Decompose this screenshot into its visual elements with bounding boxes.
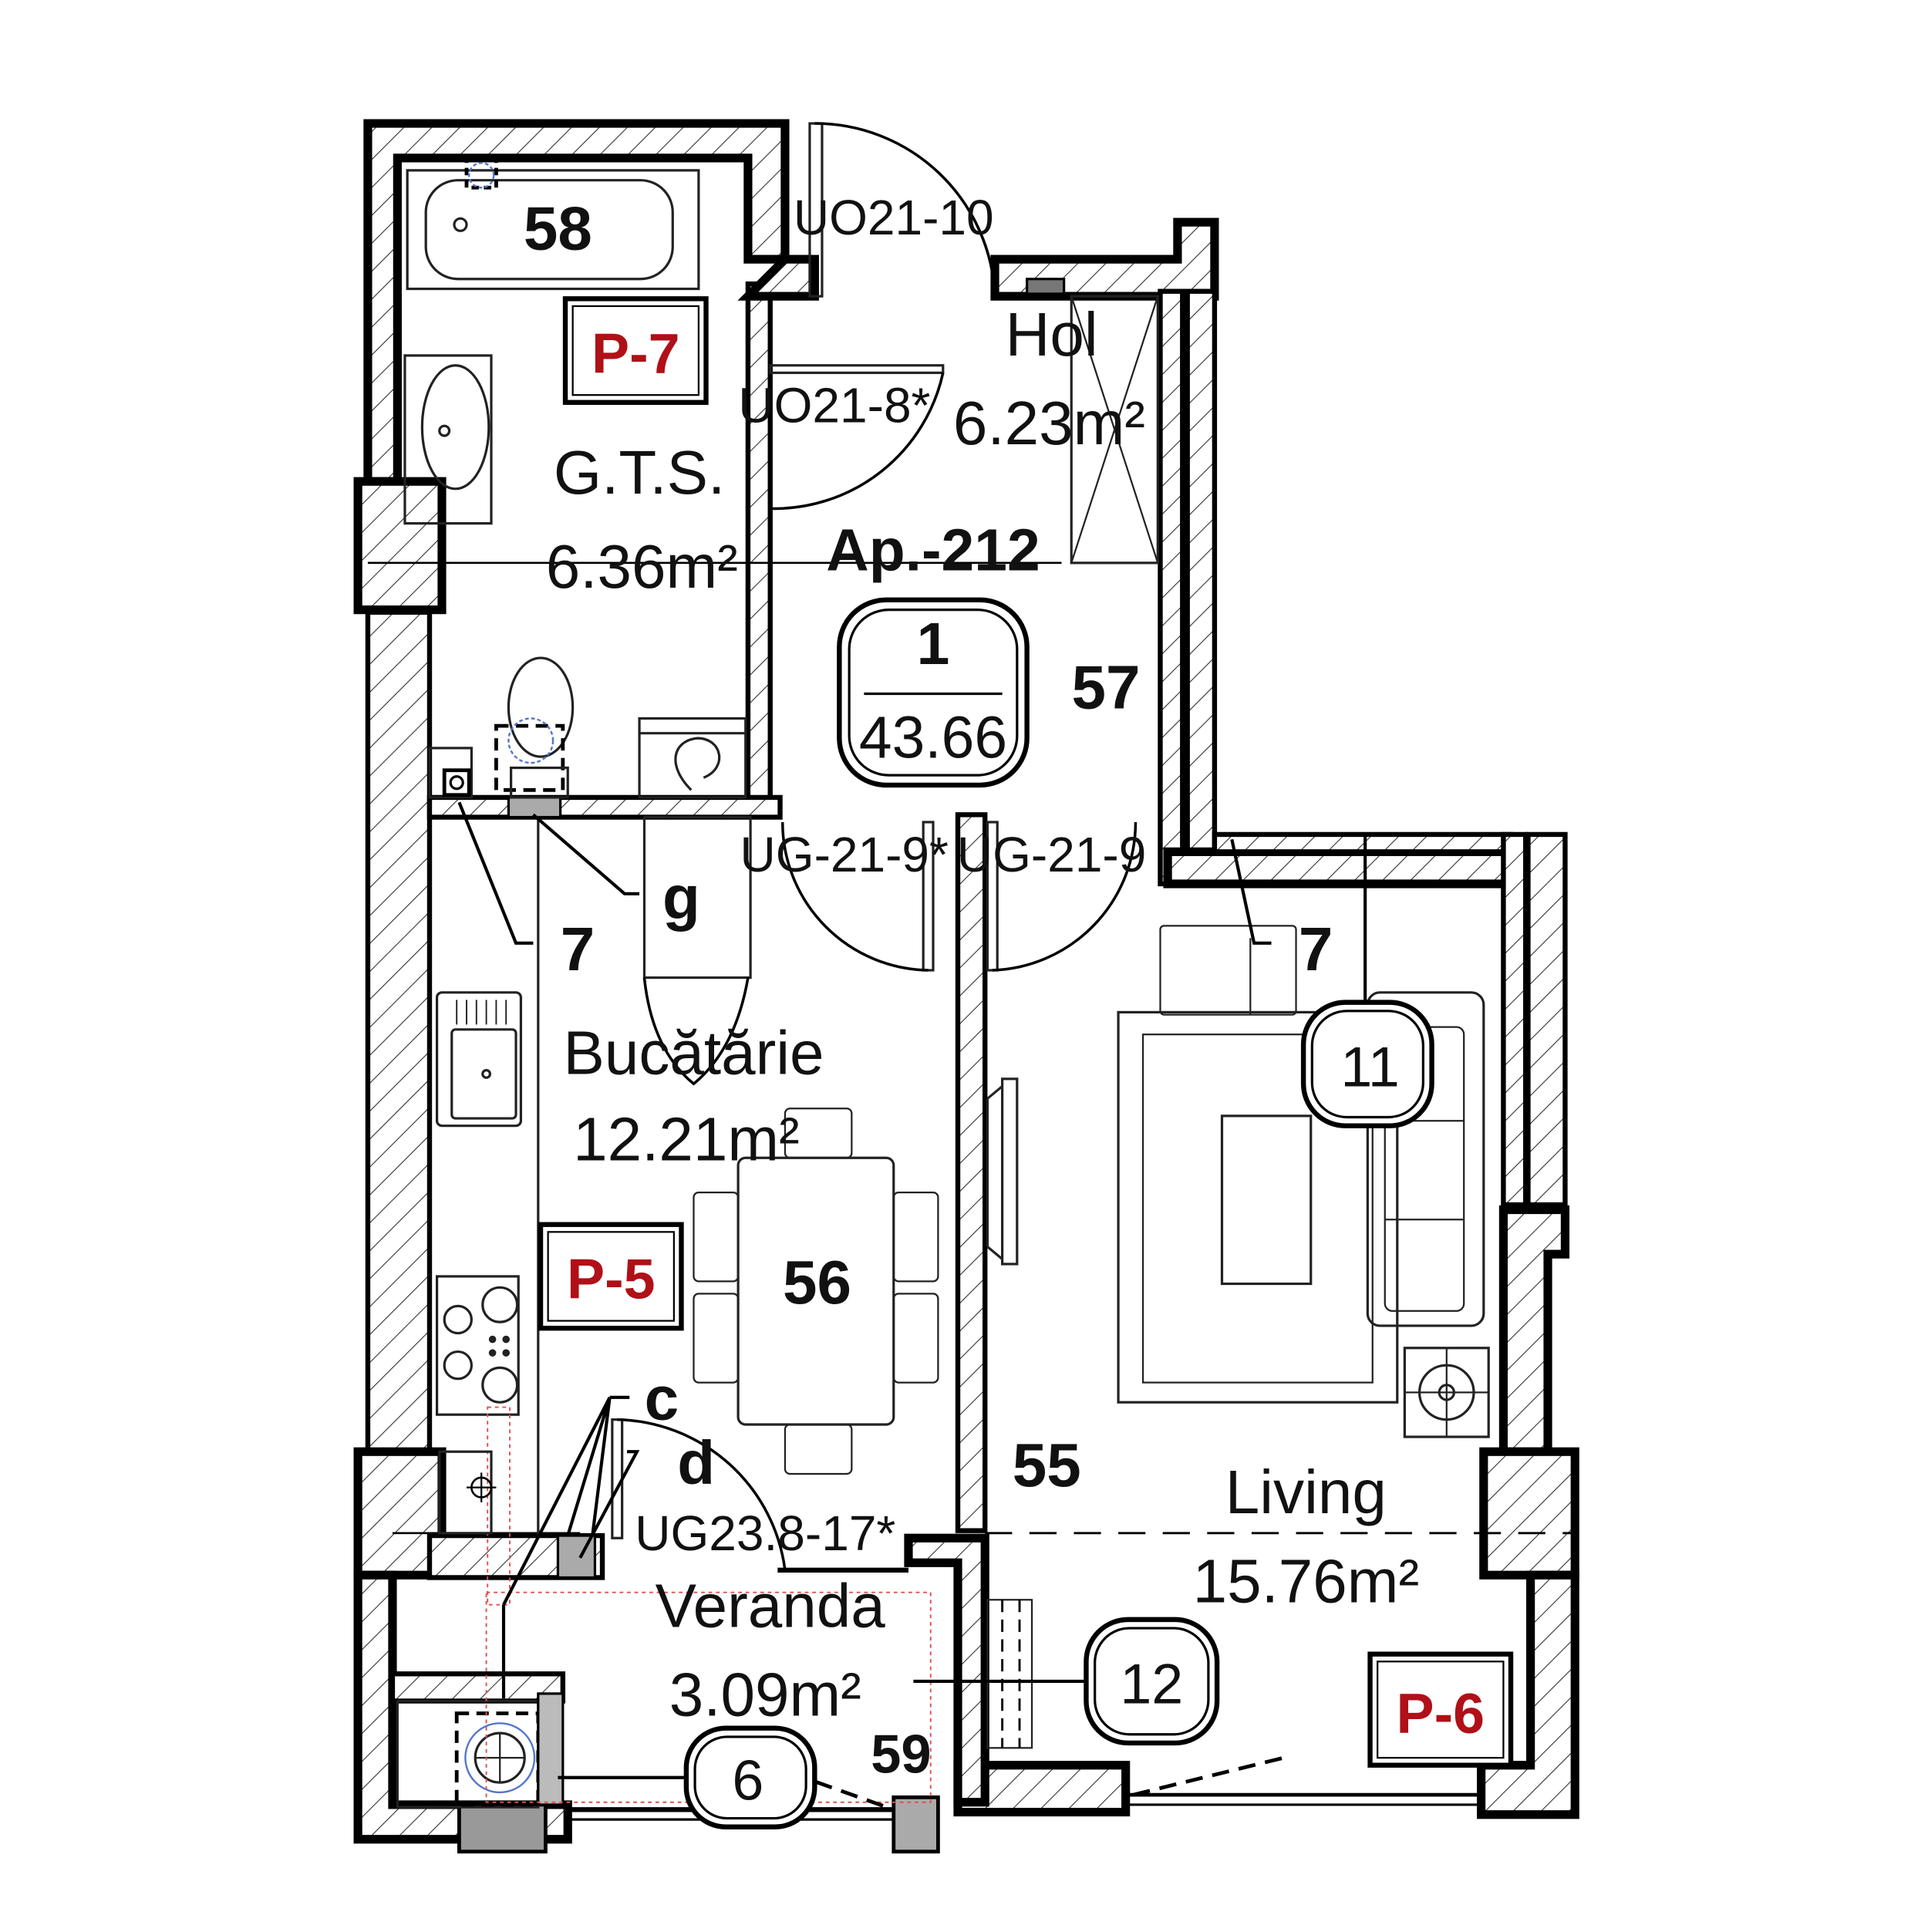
door-pantry xyxy=(642,977,750,1086)
unit-number: 1 xyxy=(917,611,950,677)
door-code-entrance: UO21-10 xyxy=(794,190,994,245)
door-entrance xyxy=(808,122,996,298)
coffee-table xyxy=(1220,1114,1313,1286)
veranda-equipment xyxy=(396,1591,932,1809)
bathtub xyxy=(406,158,700,291)
dining-table xyxy=(693,1108,939,1475)
rug xyxy=(1117,1010,1399,1404)
washing-machine xyxy=(638,716,747,799)
wardrobe xyxy=(1070,295,1159,565)
door-living-balcony xyxy=(789,1755,1285,1812)
bubble-11: 11 xyxy=(1300,1000,1434,1128)
unit-bubble: 1 43.66 xyxy=(837,597,1030,788)
door-code-kitchen: UG-21-9* xyxy=(740,827,949,882)
cooktop xyxy=(435,1275,520,1606)
annotation-7-living: 7 xyxy=(1299,915,1333,983)
unit-total-area: 43.66 xyxy=(859,705,1007,771)
leaders xyxy=(457,801,1367,1779)
annotation-c: c xyxy=(645,1364,679,1433)
panel-badge-p7: P-7 xyxy=(562,296,709,405)
door-bathroom xyxy=(769,364,945,511)
armchair xyxy=(1159,925,1297,1016)
bubble-12: 12 xyxy=(1084,1617,1220,1746)
room-area-bathroom: 6.36m² xyxy=(546,532,738,601)
bubble-label: 11 xyxy=(1340,1034,1399,1098)
room-number-veranda: 59 xyxy=(871,1723,931,1784)
annotation-g: g xyxy=(662,863,700,932)
door-living xyxy=(986,821,1138,972)
sofa xyxy=(1366,991,1485,1327)
panel-label: P-7 xyxy=(592,321,680,385)
room-number-hall: 57 xyxy=(1072,653,1141,722)
room-name-kitchen: Bucătărie xyxy=(563,1018,824,1087)
panel-label: P-5 xyxy=(567,1247,656,1311)
room-name-veranda: Veranda xyxy=(656,1571,886,1640)
panel-badge-p5: P-5 xyxy=(538,1222,684,1331)
kitchen-counter xyxy=(435,815,752,1536)
bubble-label: 6 xyxy=(732,1748,763,1812)
door-code-veranda: UG23.8-17* xyxy=(635,1505,895,1561)
panel-badge-p6: P-6 xyxy=(1367,1651,1514,1768)
room-name-living: Living xyxy=(1225,1458,1387,1526)
tv-unit xyxy=(986,1077,1019,1266)
apartment-label: Ap.-212 xyxy=(826,517,1040,583)
room-area-veranda: 3.09m² xyxy=(669,1661,861,1729)
room-number-living: 55 xyxy=(1013,1431,1081,1499)
toilet xyxy=(494,656,575,799)
veranda-window xyxy=(986,1599,1033,1749)
panel-label: P-6 xyxy=(1397,1681,1485,1745)
washbasin xyxy=(403,354,493,525)
room-area-hall: 6.23m² xyxy=(953,389,1145,457)
room-name-bathroom: G.T.S. xyxy=(554,438,725,507)
room-number-kitchen: 56 xyxy=(783,1248,851,1317)
bubble-6: 6 xyxy=(683,1725,817,1829)
room-name-hall: Hol xyxy=(1006,300,1098,369)
door-code-living: UG-21-9 xyxy=(957,827,1146,882)
door-kitchen xyxy=(780,821,935,972)
room-area-living: 15.76m² xyxy=(1193,1546,1420,1615)
door-code-bathroom: UO21-8* xyxy=(738,377,930,433)
hall-fixture xyxy=(1026,278,1066,295)
annotation-d: d xyxy=(677,1428,715,1497)
shaft-box xyxy=(428,747,473,799)
bubble-label: 12 xyxy=(1120,1652,1183,1716)
boiler xyxy=(438,1450,497,1535)
room-number-bathroom: 58 xyxy=(524,194,592,262)
room-area-kitchen: 12.21m² xyxy=(573,1104,800,1173)
annotation-7-kitchen: 7 xyxy=(561,915,595,983)
floor-lamp xyxy=(1403,1347,1490,1438)
walls xyxy=(353,119,1579,1854)
